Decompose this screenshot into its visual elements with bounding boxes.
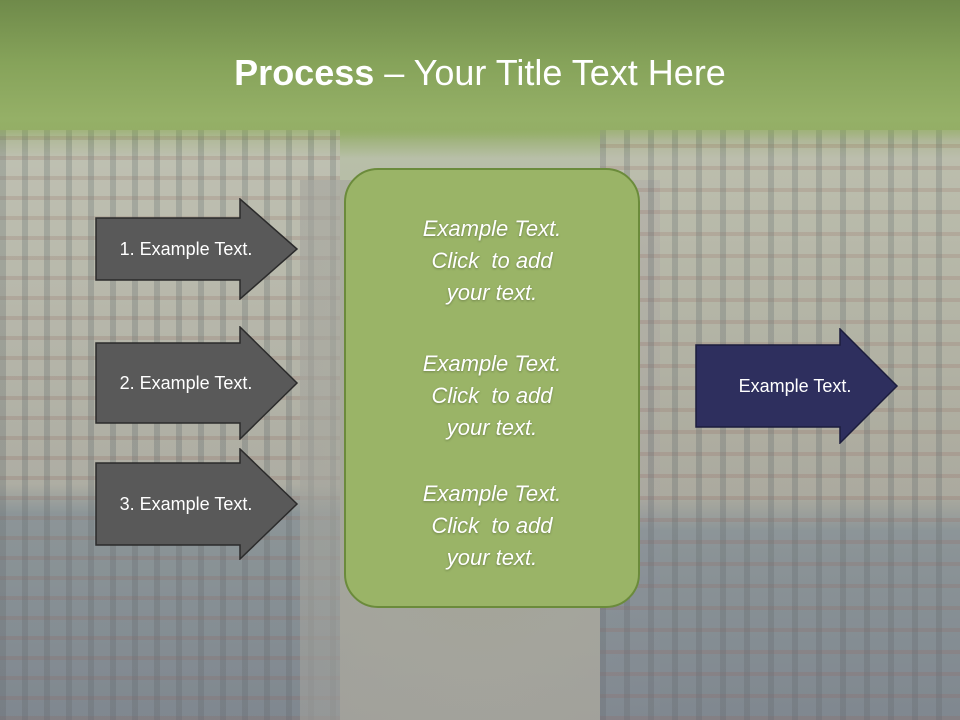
center-paragraph-1-line2: Click to add: [431, 248, 553, 273]
title-rest: Your Title Text Here: [413, 52, 726, 93]
right-arrow-shape: [695, 328, 899, 444]
arrow-shape-3: [95, 448, 299, 560]
center-paragraph-1[interactable]: Example Text. Click to add your text.: [344, 213, 640, 309]
title-separator: –: [374, 52, 414, 93]
left-arrow-label-1: 1. Example Text.: [119, 238, 253, 259]
title-bold-part: Process: [234, 52, 375, 93]
center-paragraph-1-line1: Example Text.: [422, 216, 562, 241]
right-arrow[interactable]: Example Text.: [695, 328, 899, 444]
center-paragraph-3[interactable]: Example Text. Click to add your text.: [344, 478, 640, 574]
left-arrow-label-2: 2. Example Text.: [119, 372, 253, 393]
center-paragraph-2-line2: Click to add: [431, 383, 553, 408]
center-paragraph-1-line3: your text.: [446, 280, 538, 305]
left-arrow-2[interactable]: 2. Example Text.: [95, 326, 299, 440]
center-paragraph-3-line1: Example Text.: [422, 481, 562, 506]
center-paragraph-2-line1: Example Text.: [422, 351, 562, 376]
title-band: [0, 0, 960, 140]
center-paragraph-2-line3: your text.: [446, 415, 538, 440]
center-text-box[interactable]: [344, 168, 640, 608]
left-arrow-1[interactable]: 1. Example Text.: [95, 198, 299, 300]
arrow-shape-2: [95, 326, 299, 440]
slide-title[interactable]: Process – Your Title Text Here: [0, 52, 960, 94]
right-arrow-label: Example Text.: [738, 375, 852, 396]
center-paragraph-2[interactable]: Example Text. Click to add your text.: [344, 348, 640, 444]
left-arrow-label-3: 3. Example Text.: [119, 493, 253, 514]
left-arrow-3[interactable]: 3. Example Text.: [95, 448, 299, 560]
center-paragraph-3-line2: Click to add: [431, 513, 553, 538]
arrow-shape-1: [95, 198, 299, 300]
center-paragraph-3-line3: your text.: [446, 545, 538, 570]
